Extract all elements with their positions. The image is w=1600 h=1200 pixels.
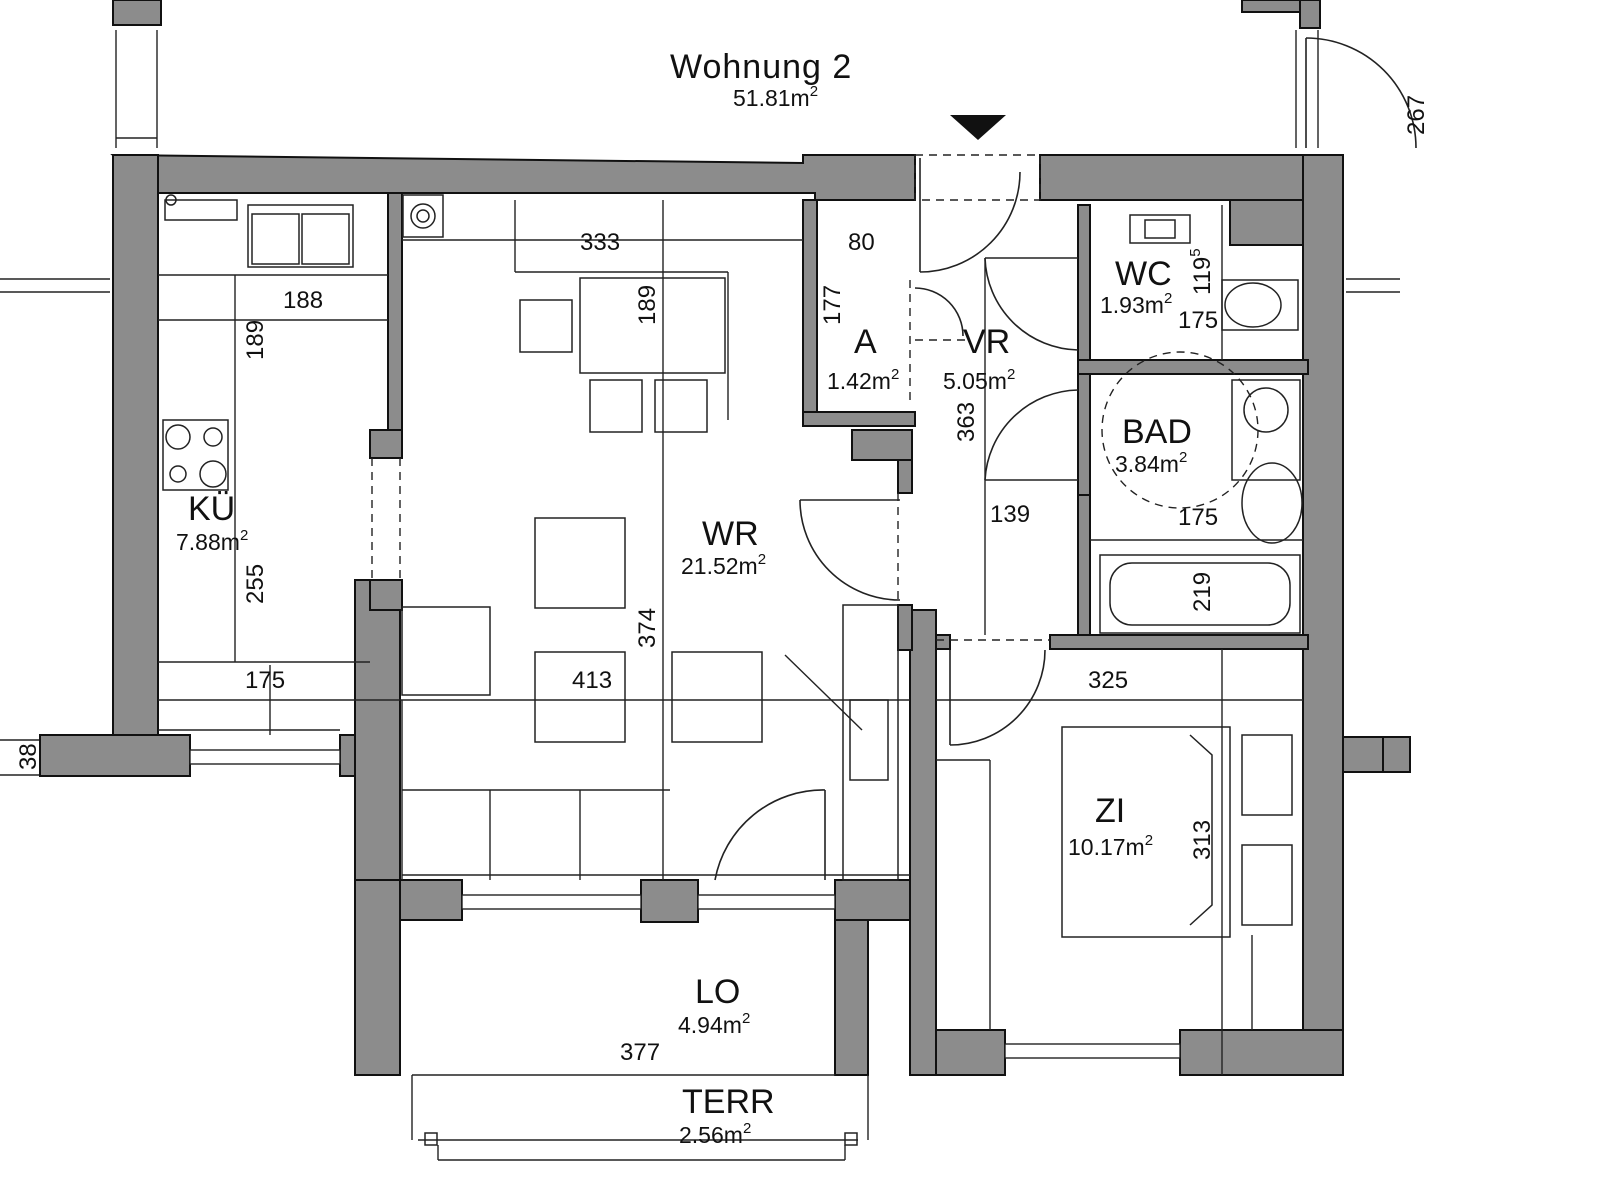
kitchen-furniture xyxy=(158,194,910,735)
dim-325: 325 xyxy=(1088,667,1128,694)
room-name-wr: WR xyxy=(702,515,759,553)
dim-377: 377 xyxy=(620,1039,660,1066)
bedroom-furniture xyxy=(936,649,1303,1030)
room-name-zi: ZI xyxy=(1095,792,1125,830)
room-name-vr: VR xyxy=(963,323,1010,361)
dim-219: 219 xyxy=(1189,572,1216,612)
dim-313: 313 xyxy=(1189,820,1216,860)
dim-175-kitchen: 175 xyxy=(245,667,285,694)
dim-413: 413 xyxy=(572,667,612,694)
dim-119-5: 1195 xyxy=(1187,248,1216,295)
room-name-bad: BAD xyxy=(1122,413,1192,451)
dim-189-table: 189 xyxy=(634,285,661,325)
terrace-lines xyxy=(411,1030,1223,1161)
dim-333: 333 xyxy=(580,229,620,256)
unit-name: Wohnung 2 xyxy=(670,48,852,86)
sanitary-fixtures xyxy=(1090,205,1303,634)
dim-177: 177 xyxy=(819,285,846,325)
room-area-wc: 1.93m2 xyxy=(1100,290,1172,318)
room-name-a: A xyxy=(854,323,877,361)
dim-38: 38 xyxy=(15,743,42,770)
room-name-wc: WC xyxy=(1115,255,1172,293)
dim-139: 139 xyxy=(990,501,1030,528)
entrance-arrow-icon xyxy=(950,115,1006,140)
living-furniture xyxy=(401,194,910,881)
room-name-ku: KÜ xyxy=(188,490,235,528)
room-labels: KÜ 7.88m2 WR 21.52m2 A 1.42m2 VR 5.05m2 … xyxy=(176,255,1192,1148)
dim-363: 363 xyxy=(953,402,980,442)
room-area-vr: 5.05m2 xyxy=(943,366,1015,394)
dim-80: 80 xyxy=(848,229,875,256)
exterior-walls xyxy=(39,153,1384,1076)
room-name-lo: LO xyxy=(695,973,740,1011)
room-area-ku: 7.88m2 xyxy=(176,527,248,555)
room-area-lo: 4.94m2 xyxy=(678,1010,750,1038)
dim-175-bad: 175 xyxy=(1178,504,1218,531)
interior-walls xyxy=(369,192,1309,651)
windows xyxy=(189,749,1181,1059)
dim-189-kitchen: 189 xyxy=(242,320,269,360)
room-name-terr: TERR xyxy=(682,1083,775,1121)
room-area-bad: 3.84m2 xyxy=(1115,449,1187,477)
dim-267: 267 xyxy=(1403,95,1430,135)
unit-area: 51.81m2 xyxy=(733,83,818,111)
room-area-terr: 2.56m2 xyxy=(679,1120,751,1148)
room-area-zi: 10.17m2 xyxy=(1068,832,1153,860)
dim-374: 374 xyxy=(634,608,661,648)
dim-255: 255 xyxy=(242,564,269,604)
dimension-labels: 333 80 188 189 189 177 1195 175 175 175 … xyxy=(15,95,1430,1066)
dim-188: 188 xyxy=(283,287,323,314)
dim-175-wc: 175 xyxy=(1178,307,1218,334)
room-area-wr: 21.52m2 xyxy=(681,551,766,579)
neighbour-walls xyxy=(0,0,1417,776)
room-area-a: 1.42m2 xyxy=(827,366,899,394)
doors xyxy=(371,154,1079,881)
